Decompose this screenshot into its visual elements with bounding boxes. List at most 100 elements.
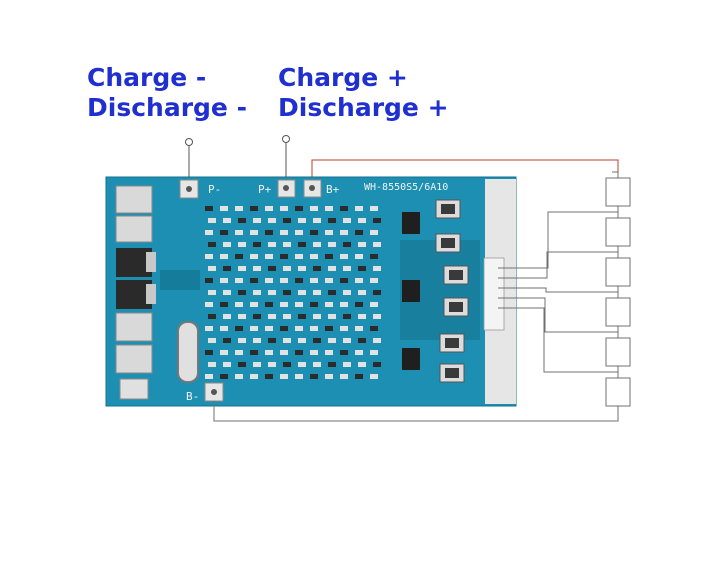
smd-part [343,314,351,319]
smd-part [313,362,321,367]
smd-part [235,278,243,283]
smd-part [265,278,273,283]
smd-part [205,230,213,235]
smd-part [295,206,303,211]
smd-part [220,254,228,259]
smd-part [268,290,276,295]
smd-part [370,254,378,259]
smd-part [298,218,306,223]
smd-part [358,314,366,319]
smd-part [313,314,321,319]
smd-part [205,206,213,211]
smd-part [265,230,273,235]
smd-part [250,302,258,307]
balance-wire [498,297,618,333]
smd-part [325,206,333,211]
ic-chip [402,348,420,370]
smd-part [340,374,348,379]
smd-part [328,218,336,223]
smd-part [373,314,381,319]
smd-part [373,362,381,367]
smd-part [220,230,228,235]
smd-part [340,206,348,211]
smd-part [310,206,318,211]
battery-cell [605,337,631,367]
smd-part [340,278,348,283]
balance-wire [498,251,618,279]
smd-component-grid [205,206,381,379]
smd-part [325,230,333,235]
smd-part [220,278,228,283]
smd-part [310,230,318,235]
smd-part [370,302,378,307]
smd-part [340,350,348,355]
smd-part [235,230,243,235]
smd-part [370,278,378,283]
smd-part [355,278,363,283]
battery-cell-stack [605,172,631,412]
smd-part [205,326,213,331]
smd-part [313,242,321,247]
smd-part [295,230,303,235]
smd-part [298,266,306,271]
battery-cell [605,217,631,247]
capacitor-body [441,204,455,214]
smd-part [250,230,258,235]
smd-part [238,218,246,223]
smd-part [358,290,366,295]
smd-part [373,242,381,247]
smd-part [358,242,366,247]
smd-part [205,302,213,307]
smd-part [295,350,303,355]
smd-part [358,218,366,223]
balance-wire [498,307,618,373]
smd-part [328,242,336,247]
smd-part [310,302,318,307]
smd-part [295,254,303,259]
smd-part [283,314,291,319]
smd-part [370,350,378,355]
smd-part [268,218,276,223]
smd-part [205,254,213,259]
smd-part [355,230,363,235]
smd-part [238,362,246,367]
smd-part [373,338,381,343]
smd-part [223,266,231,271]
smd-part [280,374,288,379]
smd-part [208,362,216,367]
smd-part [343,242,351,247]
smd-part [328,338,336,343]
smd-part [313,338,321,343]
smd-part [295,278,303,283]
smd-part [280,278,288,283]
capacitor-body [449,302,463,312]
smd-part [205,350,213,355]
smd-part [283,266,291,271]
smd-part [313,218,321,223]
smd-part [280,206,288,211]
smd-part [298,362,306,367]
pad-label-p-plus: P+ [258,183,272,196]
smd-part [265,254,273,259]
capacitor-body [449,270,463,280]
smd-part [253,218,261,223]
smd-part [265,206,273,211]
smd-part [370,326,378,331]
balance-wire [498,287,618,293]
smd-part [280,350,288,355]
smd-part [310,374,318,379]
battery-cell [605,257,631,287]
battery-cell [605,177,631,207]
smd-part [298,242,306,247]
smd-part [220,206,228,211]
smd-part [298,338,306,343]
b-plus-wire [311,159,619,186]
smd-part [208,266,216,271]
smd-part [238,266,246,271]
smd-part [253,338,261,343]
smd-part [325,374,333,379]
smd-part [358,266,366,271]
smd-part [268,314,276,319]
smd-part [280,302,288,307]
smd-part [280,230,288,235]
